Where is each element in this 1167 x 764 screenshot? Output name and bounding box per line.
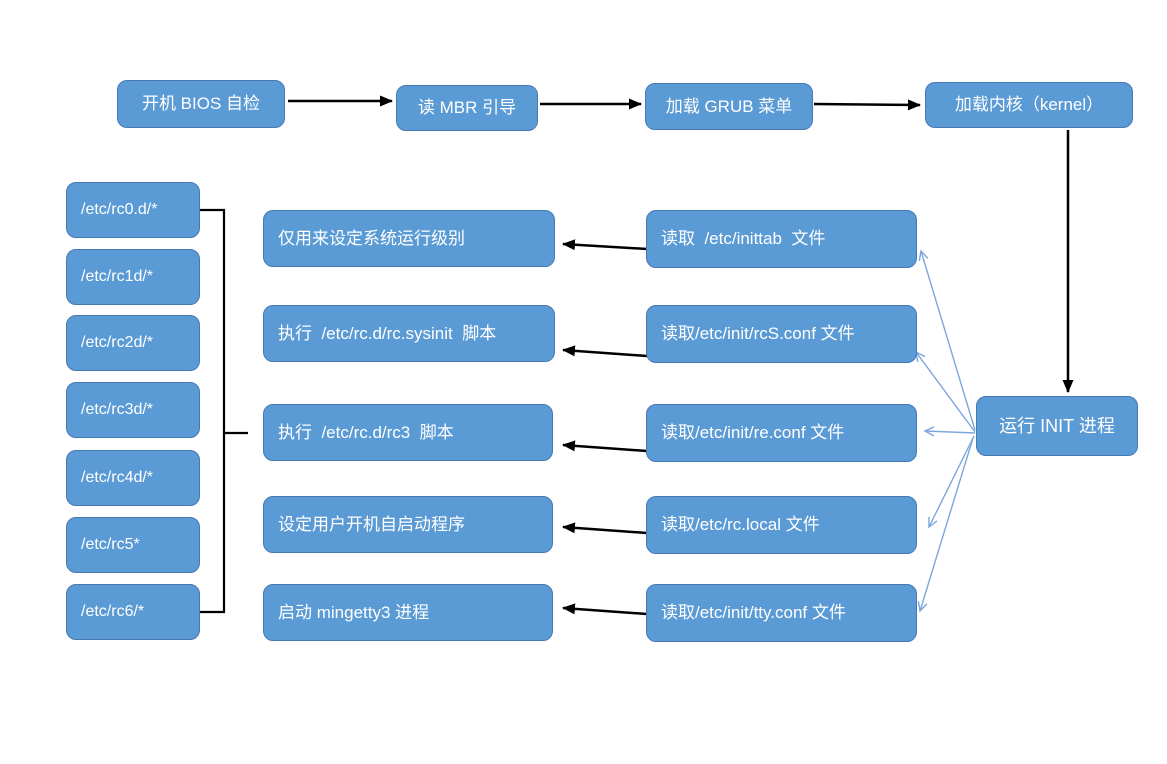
node-rc0-label: /etc/rc0.d/* bbox=[81, 200, 158, 218]
node-tty-conf: 读取/etc/init/tty.conf 文件 bbox=[646, 584, 917, 642]
node-init: 运行 INIT 进程 bbox=[976, 396, 1138, 456]
node-rcs-conf-label: 读取/etc/init/rcS.conf 文件 bbox=[661, 324, 855, 344]
init-fan-to-re-conf bbox=[925, 431, 976, 433]
init-fan-to-rc-local bbox=[929, 435, 975, 527]
node-grub: 加载 GRUB 菜单 bbox=[645, 83, 813, 130]
init-fan-to-inittab bbox=[921, 251, 976, 431]
node-autostart: 设定用户开机自启动程序 bbox=[263, 496, 553, 553]
node-rc6: /etc/rc6/* bbox=[66, 584, 200, 640]
node-rc-local-label: 读取/etc/rc.local 文件 bbox=[661, 515, 820, 535]
arrow-grub-to-kernel bbox=[813, 99, 921, 111]
node-rc0: /etc/rc0.d/* bbox=[66, 182, 200, 238]
node-inittab-label: 读取 /etc/inittab 文件 bbox=[661, 229, 826, 249]
node-sysinit-label: 执行 /etc/rc.d/rc.sysinit 脚本 bbox=[278, 323, 497, 343]
node-rcs-conf: 读取/etc/init/rcS.conf 文件 bbox=[646, 305, 917, 363]
node-kernel-label: 加载内核（kernel） bbox=[954, 95, 1104, 115]
node-kernel: 加载内核（kernel） bbox=[925, 82, 1133, 128]
node-rc4-label: /etc/rc4d/* bbox=[81, 468, 154, 486]
node-mingetty: 启动 mingetty3 进程 bbox=[263, 584, 553, 641]
node-tty-conf-label: 读取/etc/init/tty.conf 文件 bbox=[661, 603, 846, 623]
node-bios-label: 开机 BIOS 自检 bbox=[141, 94, 261, 114]
arrow-re-to-rc3 bbox=[562, 440, 648, 453]
node-bios: 开机 BIOS 自检 bbox=[117, 80, 285, 128]
node-rc2: /etc/rc2d/* bbox=[66, 315, 200, 371]
node-rc5-label: /etc/rc5* bbox=[81, 535, 140, 553]
node-rc3-script: 执行 /etc/rc.d/rc3 脚本 bbox=[263, 404, 553, 461]
node-rc2-label: /etc/rc2d/* bbox=[81, 333, 154, 351]
arrow-tty-to-mingetty bbox=[562, 603, 648, 616]
node-rc5: /etc/rc5* bbox=[66, 517, 200, 573]
node-rc3-label: /etc/rc3d/* bbox=[81, 400, 154, 418]
node-re-conf: 读取/etc/init/re.conf 文件 bbox=[646, 404, 917, 462]
init-fan-to-tty-conf bbox=[920, 437, 974, 611]
node-runlevel-desc: 仅用来设定系统运行级别 bbox=[263, 210, 555, 267]
node-rc1-label: /etc/rc1d/* bbox=[81, 267, 154, 285]
rc-bracket-connector bbox=[200, 208, 226, 614]
arrow-inittab-to-runlevel bbox=[562, 239, 648, 251]
node-mbr-label: 读 MBR 引导 bbox=[417, 98, 517, 118]
node-mingetty-label: 启动 mingetty3 进程 bbox=[278, 602, 430, 622]
node-inittab: 读取 /etc/inittab 文件 bbox=[646, 210, 917, 268]
node-rc3-script-label: 执行 /etc/rc.d/rc3 脚本 bbox=[278, 422, 454, 442]
init-fan-to-rcs-conf bbox=[916, 352, 976, 433]
node-rc1: /etc/rc1d/* bbox=[66, 249, 200, 305]
node-grub-label: 加载 GRUB 菜单 bbox=[665, 96, 793, 116]
node-sysinit: 执行 /etc/rc.d/rc.sysinit 脚本 bbox=[263, 305, 555, 362]
node-mbr: 读 MBR 引导 bbox=[396, 85, 538, 131]
node-re-conf-label: 读取/etc/init/re.conf 文件 bbox=[661, 423, 845, 443]
node-rc-local: 读取/etc/rc.local 文件 bbox=[646, 496, 917, 554]
arrow-rcs-to-sysinit bbox=[562, 345, 648, 358]
node-rc6-label: /etc/rc6/* bbox=[81, 602, 145, 620]
node-autostart-label: 设定用户开机自启动程序 bbox=[278, 514, 465, 534]
node-rc3: /etc/rc3d/* bbox=[66, 382, 200, 438]
node-runlevel-desc-label: 仅用来设定系统运行级别 bbox=[278, 228, 465, 248]
arrow-rclocal-to-autostart bbox=[562, 522, 648, 535]
node-init-label: 运行 INIT 进程 bbox=[999, 415, 1115, 436]
node-rc4: /etc/rc4d/* bbox=[66, 450, 200, 506]
